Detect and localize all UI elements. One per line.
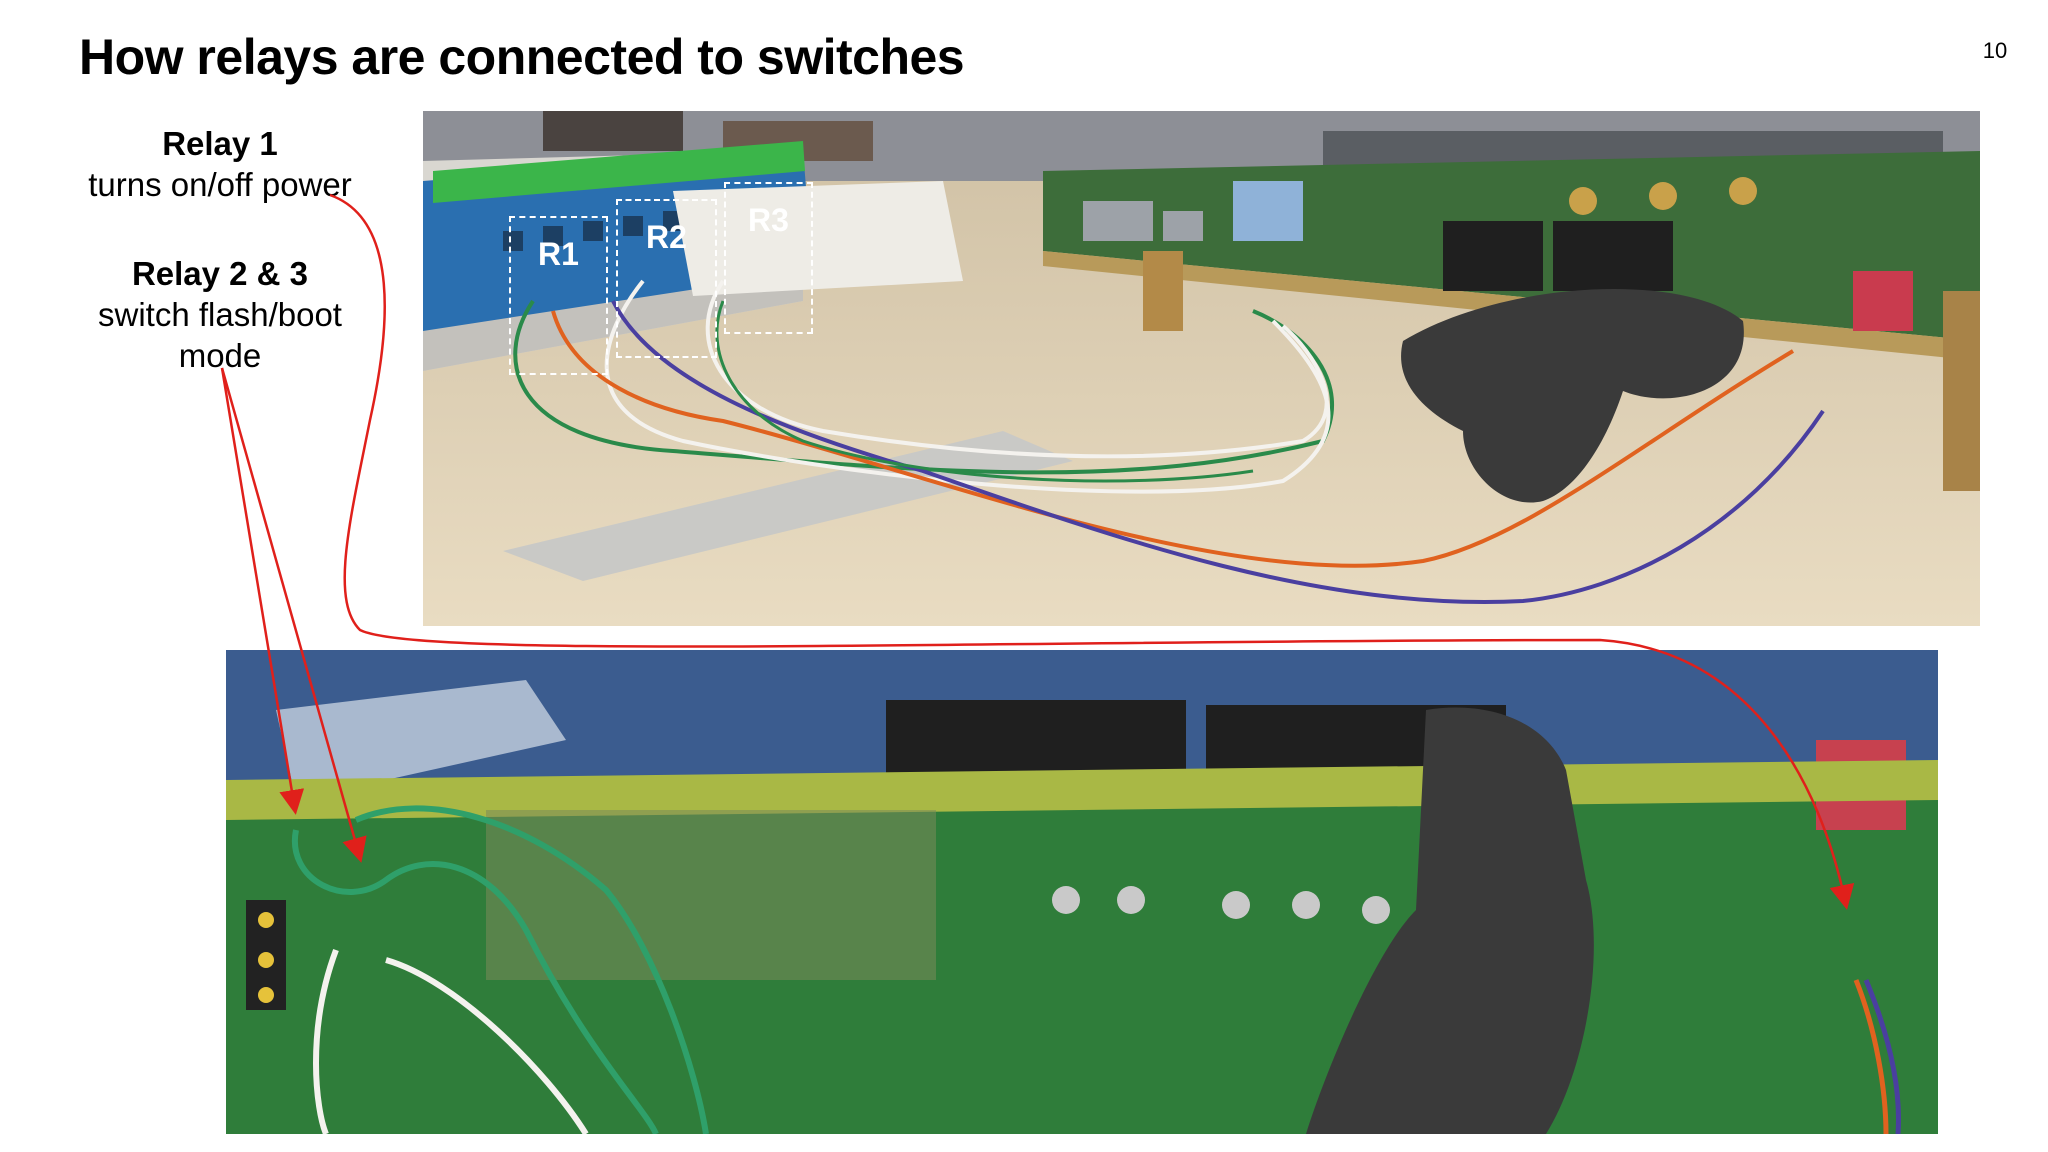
relay23-label: Relay 2 & 3 switch flash/boot mode [60, 253, 380, 376]
relay1-description: turns on/off power [88, 166, 352, 203]
relay-box-r2: R2 [616, 199, 717, 358]
relay-tag-r1: R1 [538, 236, 579, 272]
relay-box-r1: R1 [509, 216, 608, 375]
relay23-heading: Relay 2 & 3 [131, 255, 309, 292]
relay-tag-r3: R3 [748, 202, 789, 238]
page-title: How relays are connected to switches [79, 29, 965, 85]
relay1-label: Relay 1 turns on/off power [60, 123, 380, 205]
relay23-description: switch flash/boot mode [98, 296, 342, 374]
relay-setup-photo [423, 111, 1980, 626]
page-number: 10 [1982, 38, 2008, 63]
relay-tag-r2: R2 [646, 219, 687, 255]
board-closeup-photo [226, 650, 1938, 1134]
relay-box-r3: R3 [724, 182, 813, 334]
relay1-heading: Relay 1 [162, 125, 278, 162]
